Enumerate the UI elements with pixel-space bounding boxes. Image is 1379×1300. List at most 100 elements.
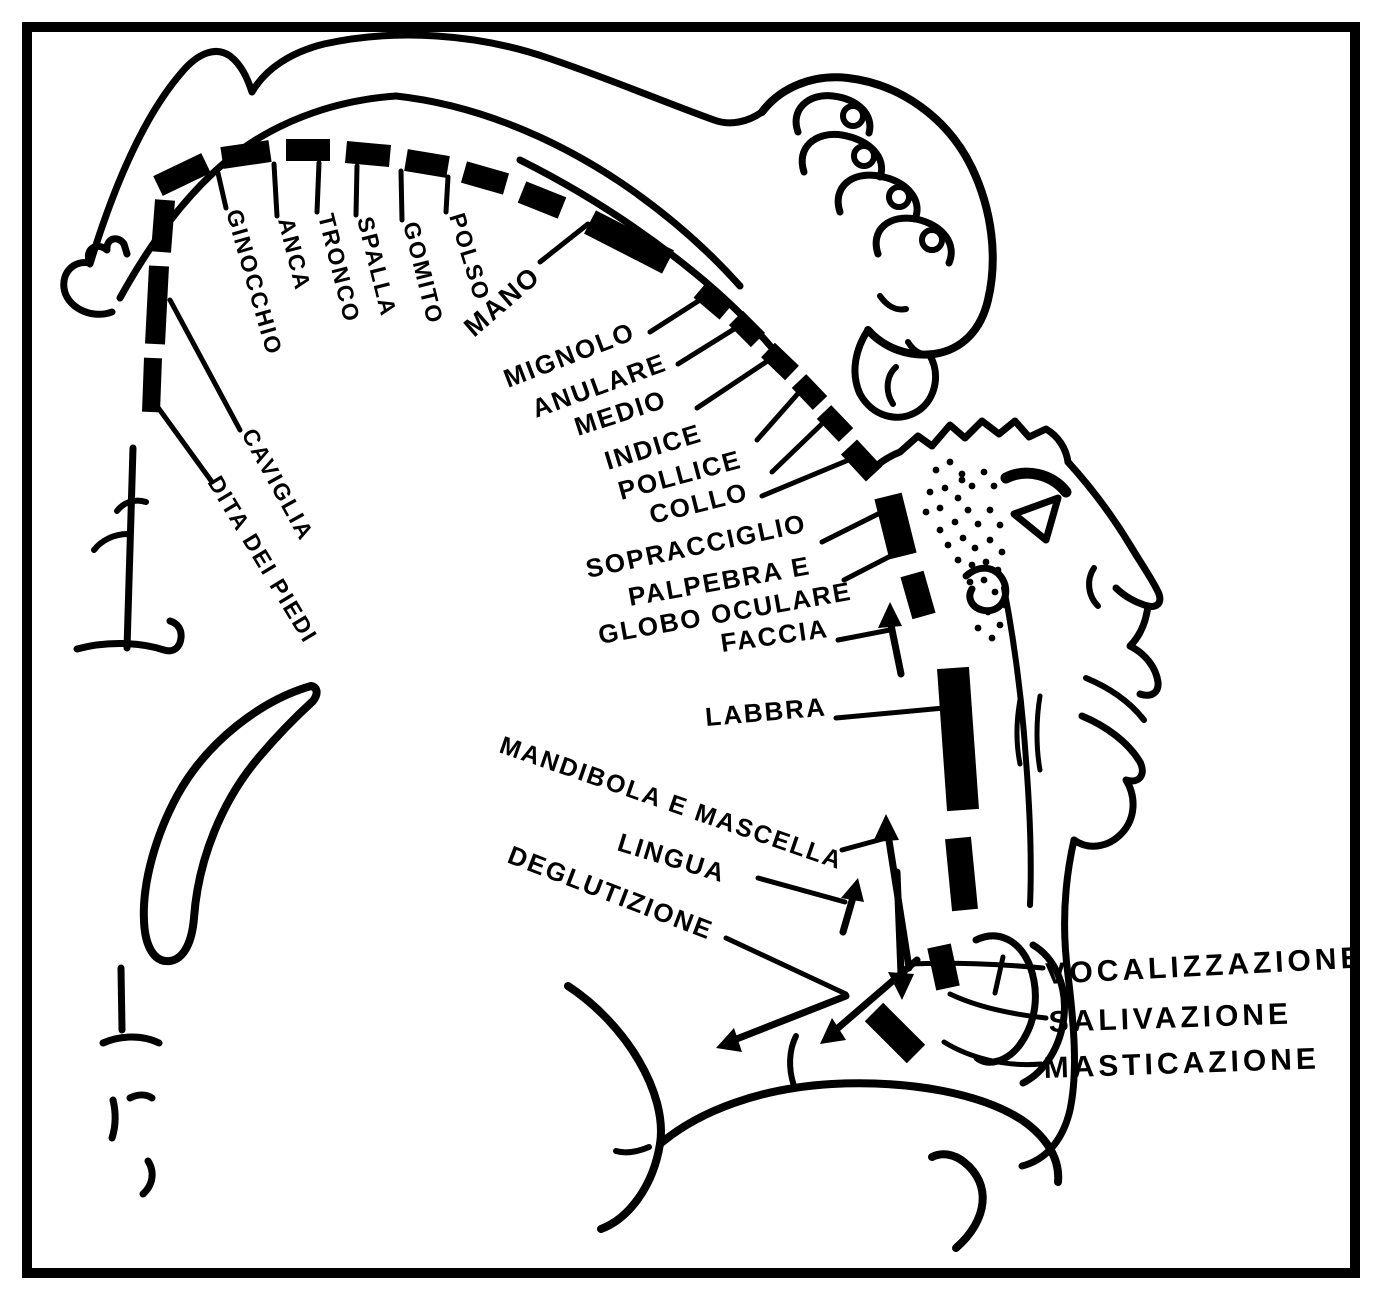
bottom-spur (787, 1033, 799, 1089)
label-gomito: GOMITO (398, 219, 449, 327)
finger-loop (792, 92, 874, 137)
stipple-dot (926, 488, 934, 496)
cortex-dash (142, 357, 162, 413)
leader-masticazione (941, 1039, 1044, 1068)
bottom-c-tick (613, 1144, 652, 1156)
stipple-dot (941, 484, 949, 492)
leader-salivazione (947, 991, 1049, 1021)
leader-medio (694, 355, 775, 411)
stipple-dot (946, 458, 954, 466)
arrow-head-down-left (716, 1028, 742, 1052)
stipple-dot (951, 518, 959, 526)
arm-upper-line (392, 92, 744, 290)
cortex-dash (517, 181, 567, 219)
upper-lip (1126, 602, 1162, 699)
stipple-dot (1001, 601, 1009, 609)
medial-t-base (99, 1033, 163, 1047)
leader-gomito (398, 168, 405, 223)
leader-spalla (353, 163, 360, 218)
stipple-dots (922, 458, 1009, 642)
medial-base (73, 617, 185, 655)
motor-strip-dash-arc (142, 139, 979, 1064)
stipple-dot (966, 578, 974, 586)
face-profile (868, 417, 1164, 1170)
finger-loop (834, 171, 921, 223)
cortex-dash (927, 943, 960, 991)
medial-foot-teardrop (139, 682, 321, 966)
label-labbra: LABBRA (704, 691, 828, 731)
stipple-dot (986, 506, 994, 514)
arrow-head-down-left (820, 1018, 846, 1044)
leader-vocalizzazione (907, 960, 1046, 971)
cortex-dash (945, 836, 978, 912)
nose-outline (1064, 458, 1164, 610)
stipple-dot (932, 466, 940, 474)
arrow-shaft (886, 616, 905, 678)
leader-labbra (833, 705, 947, 721)
inner-mouth-band (972, 932, 1039, 1066)
leader-ginocchio (215, 170, 229, 211)
comma-mark (139, 1157, 156, 1198)
stipple-dot (988, 634, 996, 642)
fingertip-curl (851, 143, 877, 169)
leader-anca (271, 161, 280, 219)
stipple-dot (996, 521, 1004, 529)
mouth-line (1083, 675, 1147, 723)
cortex-dash (816, 405, 854, 442)
small-mark (108, 1096, 119, 1142)
leader-mano (537, 221, 591, 265)
leg-outline (86, 31, 766, 268)
cheek-line (1001, 585, 1034, 908)
cortex-dash (584, 210, 674, 274)
lower-lip-chin (1070, 712, 1146, 850)
cheek-tick (1014, 697, 1023, 767)
stipple-dot (954, 494, 962, 502)
label-dita-dei-piedi: DITA DEI PIEDI (203, 471, 323, 648)
stipple-dot (964, 506, 972, 514)
finger-loop (798, 130, 885, 181)
body-part-labels: GINOCCHIO ANCA TRONCO SPALLA GOMITO POLS… (203, 206, 1366, 1085)
stipple-dot (994, 566, 1002, 574)
stipple-dot (954, 556, 962, 564)
leader-polso (443, 174, 451, 215)
cortex-dash (874, 492, 917, 560)
leader-mignolo (647, 295, 706, 335)
bottom-hook (928, 1150, 987, 1252)
medial-branch (91, 531, 131, 553)
cortex-dash (404, 149, 450, 178)
cortex-dash (220, 140, 272, 169)
cortex-dash (345, 141, 391, 167)
stipple-dot (974, 624, 982, 632)
direction-arrows (716, 602, 921, 1052)
leader-caviglia (167, 297, 243, 433)
arrow-shaft (834, 956, 921, 1032)
cortex-dash (900, 570, 936, 620)
stipple-dot (922, 508, 930, 516)
cortex-dash (937, 666, 979, 812)
homunculus-body-outline (60, 31, 997, 421)
bottom-c-curve (564, 982, 665, 1233)
ear-curl (962, 564, 1010, 615)
stipple-dot (971, 544, 979, 552)
stipple-dot (936, 526, 944, 534)
cortex-dash (153, 153, 211, 196)
cortex-dash (693, 282, 733, 320)
label-lingua: LINGUA (614, 827, 730, 888)
stipple-dot (944, 541, 952, 549)
cortex-dash (864, 1002, 926, 1064)
leader-tronco (314, 160, 322, 215)
stipple-dot (936, 504, 944, 512)
small-mark (126, 1091, 156, 1102)
stipple-dot (968, 561, 976, 569)
outer-mouth-band (1019, 941, 1068, 1087)
thumb-inner-curl (884, 364, 899, 407)
stipple-dot (991, 588, 999, 596)
finger-loop (872, 214, 955, 267)
cortex-dash (728, 310, 766, 348)
arrow-head-up (873, 814, 899, 842)
medial-t-mark (117, 964, 126, 1034)
wrist-tick (877, 293, 909, 313)
bottom-mass-curve (656, 1079, 1063, 1186)
thumb-outline (851, 326, 939, 421)
